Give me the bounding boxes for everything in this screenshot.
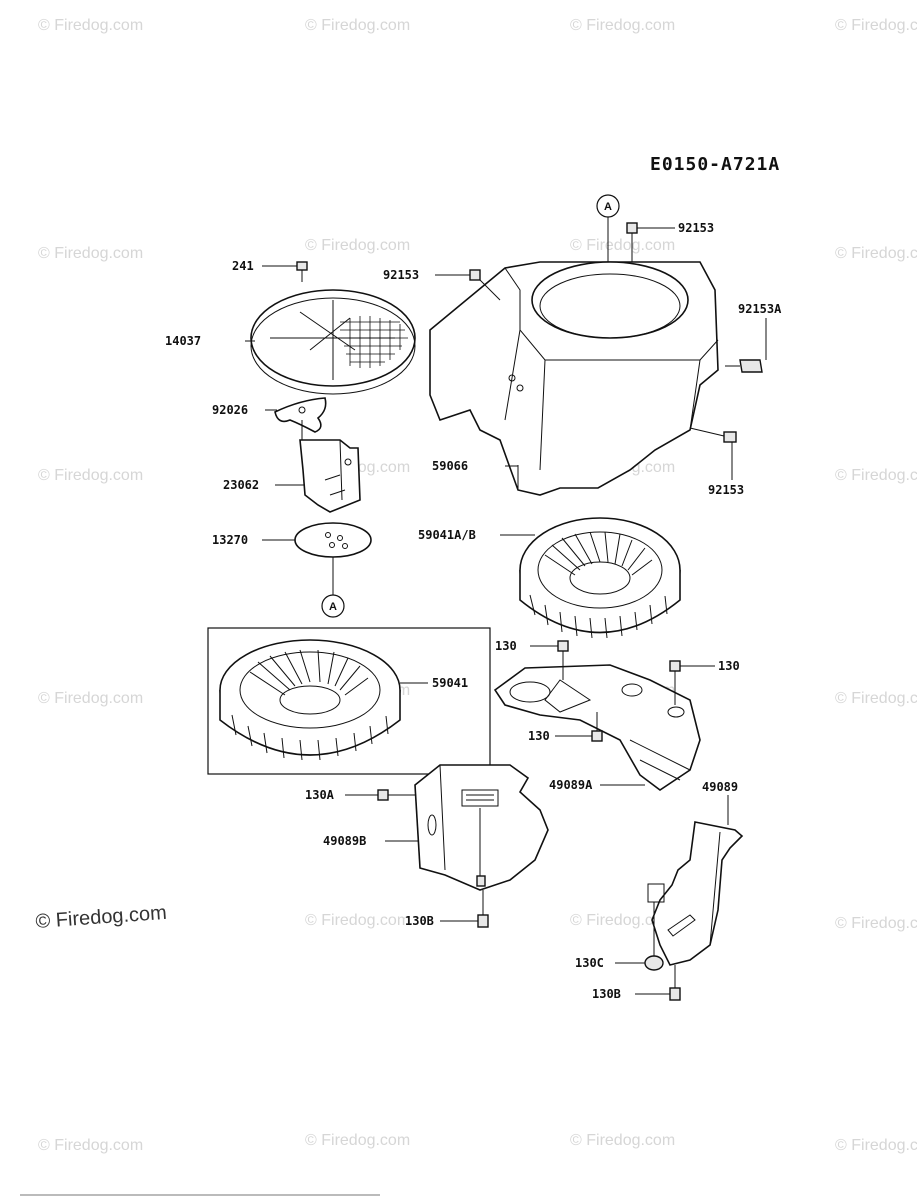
watermark: © Firedog.com [38,1137,143,1154]
label-92153-left: 92153 [383,268,419,282]
watermark: © Firedog.com [835,245,917,262]
svg-text:A: A [604,201,612,213]
footer-rule [20,1194,380,1196]
watermark-layer: © Firedog.com © Firedog.com © Firedog.co… [35,17,917,1154]
part-14037-screen [245,289,416,395]
label-59066: 59066 [432,459,468,473]
callout-a-left: A [321,594,345,618]
watermark: © Firedog.com [305,237,410,254]
watermark: © Firedog.com [38,467,143,484]
part-130-bolt-c [555,712,603,742]
label-241: 241 [232,259,254,273]
watermark: © Firedog.com [38,690,143,707]
part-92153-bolt-top [626,222,675,262]
watermark: © Firedog.com [835,467,917,484]
part-130-bolt-a [530,640,569,680]
part-130-bolt-b [669,660,715,705]
label-130B-b: 130B [592,987,621,1001]
label-49089B: 49089B [323,834,366,848]
part-49089B-cover [385,764,549,891]
part-49089-side-cover [647,795,744,966]
watermark: © Firedog.com [570,237,675,254]
label-130C: 130C [575,956,604,970]
part-241-screw [262,261,308,282]
label-14037: 14037 [165,334,201,348]
label-23062: 23062 [223,478,259,492]
label-92153-top: 92153 [678,221,714,235]
watermark: © Firedog.com [305,912,410,929]
part-130A-bolt [345,789,415,801]
label-59041: 59041 [432,676,468,690]
part-92026-spider [265,397,327,433]
watermark: © Firedog.com [570,17,675,34]
label-92026: 92026 [212,403,248,417]
label-92153A: 92153A [738,302,782,316]
part-92153-bolt-right [689,427,737,480]
part-92153-bolt-left [435,269,501,301]
part-130C-nut [615,902,664,971]
part-92153A-bolt [725,318,767,373]
part-13270-plate [262,522,372,595]
part-130B-bolt-a [440,890,489,928]
label-49089A: 49089A [549,778,593,792]
watermark: © Firedog.com [835,690,917,707]
watermark: © Firedog.com [835,1137,917,1154]
part-23062-bracket [275,420,361,513]
label-130-b: 130 [718,659,740,673]
label-92153-right: 92153 [708,483,744,497]
watermark: © Firedog.com [305,1132,410,1149]
svg-text:A: A [329,601,337,613]
diagram-code: E0150-A721A [650,154,780,175]
watermark: © Firedog.com [570,912,675,929]
part-130B-bolt-b [635,965,681,1001]
label-49089: 49089 [702,780,738,794]
label-130A: 130A [305,788,335,802]
watermark: © Firedog.com [38,245,143,262]
label-130-a: 130 [495,639,517,653]
watermark: © Firedog.com [305,17,410,34]
watermark: © Firedog.com [835,915,917,932]
label-130B-a: 130B [405,914,434,928]
watermark: © Firedog.com [570,1132,675,1149]
part-59041AB-fan [500,517,681,639]
watermark-main: © Firedog.com [35,902,168,933]
part-59041-fan-box [207,627,491,775]
watermark: © Firedog.com [835,17,917,34]
watermark: © Firedog.com [38,17,143,34]
part-59066-housing [429,261,719,496]
label-59041AB: 59041A/B [418,528,476,542]
label-13270: 13270 [212,533,248,547]
label-130-c: 130 [528,729,550,743]
